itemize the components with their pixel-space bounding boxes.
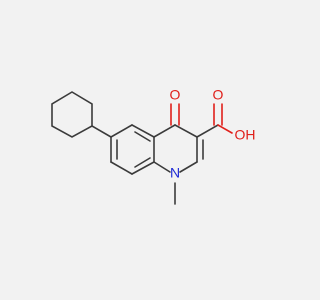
ring-oxygen-label: O xyxy=(170,87,181,103)
cyclohexyl-linker-bond xyxy=(91,125,112,138)
molecule-structure: O O OH N xyxy=(0,0,300,300)
pyridone-ring xyxy=(153,124,204,173)
cyclohexyl-ring xyxy=(51,91,93,138)
benzo-ring xyxy=(110,124,155,175)
nitrogen-label: N xyxy=(170,165,180,181)
acid-oxygen-label: O xyxy=(213,87,224,103)
hydroxyl-label: OH xyxy=(235,127,256,143)
background xyxy=(0,0,300,300)
ring-carbonyl xyxy=(170,103,180,126)
carboxylic-acid-group xyxy=(196,103,233,138)
